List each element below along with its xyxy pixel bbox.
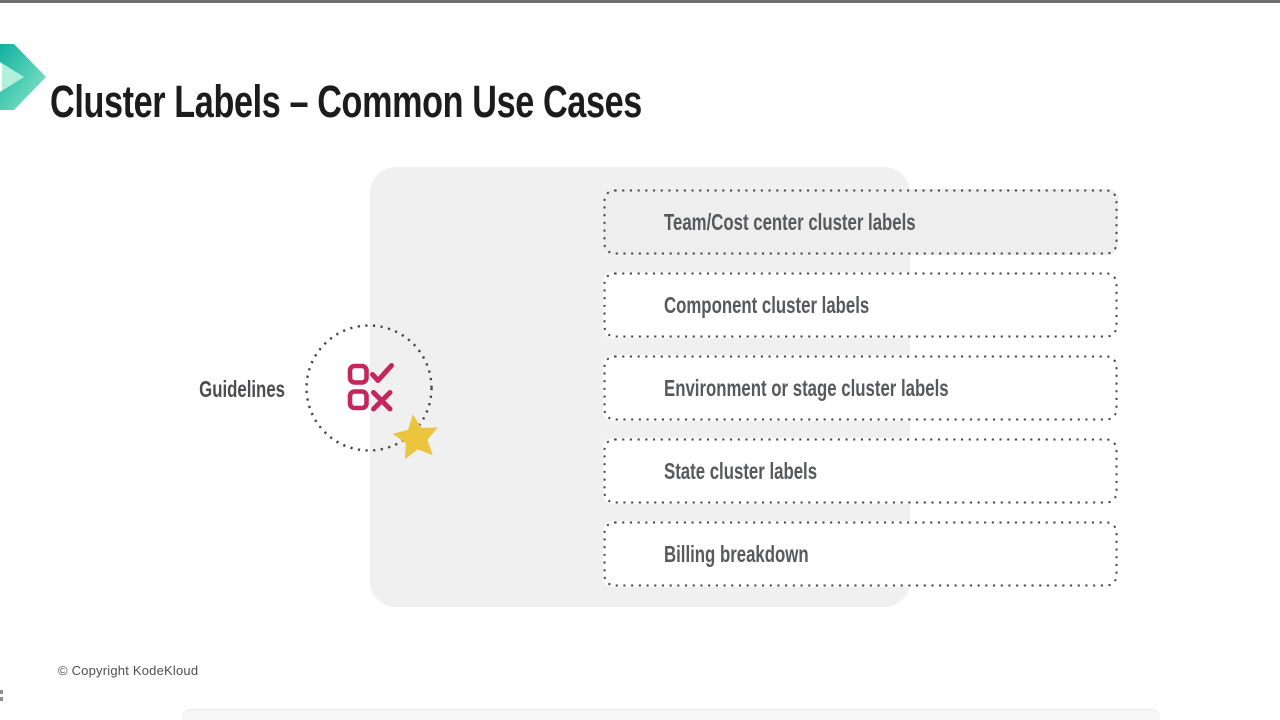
top-rule xyxy=(0,0,1280,3)
use-case-label: Component cluster labels xyxy=(664,291,870,318)
dotted-border xyxy=(603,521,1118,587)
use-case-box-component: Component cluster labels xyxy=(603,272,1118,338)
slide-title: Cluster Labels – Common Use Cases xyxy=(50,76,642,128)
video-progress-track[interactable] xyxy=(182,709,1160,720)
dotted-border xyxy=(603,438,1118,504)
dotted-border xyxy=(603,355,1118,421)
use-case-label: Billing breakdown xyxy=(664,540,809,567)
edge-artifact xyxy=(0,690,3,701)
chevron-accent-icon xyxy=(0,44,46,110)
guidelines-dotted-circle xyxy=(305,324,433,452)
use-case-label: Environment or stage cluster labels xyxy=(664,374,949,401)
dotted-border xyxy=(603,189,1118,255)
guidelines-label: Guidelines xyxy=(199,376,285,402)
use-case-label: Team/Cost center cluster labels xyxy=(664,208,916,235)
use-case-label: State cluster labels xyxy=(664,457,818,484)
use-case-box-billing: Billing breakdown xyxy=(603,521,1118,587)
use-case-box-team-cost-center: Team/Cost center cluster labels xyxy=(603,189,1118,255)
use-case-list: Team/Cost center cluster labels Componen… xyxy=(603,189,1118,604)
do-dont-checklist-icon xyxy=(347,363,394,412)
use-case-box-environment-stage: Environment or stage cluster labels xyxy=(603,355,1118,421)
star-icon xyxy=(392,414,438,460)
copyright-notice: © Copyright KodeKloud xyxy=(58,663,199,678)
dotted-border xyxy=(603,272,1118,338)
use-case-box-state: State cluster labels xyxy=(603,438,1118,504)
